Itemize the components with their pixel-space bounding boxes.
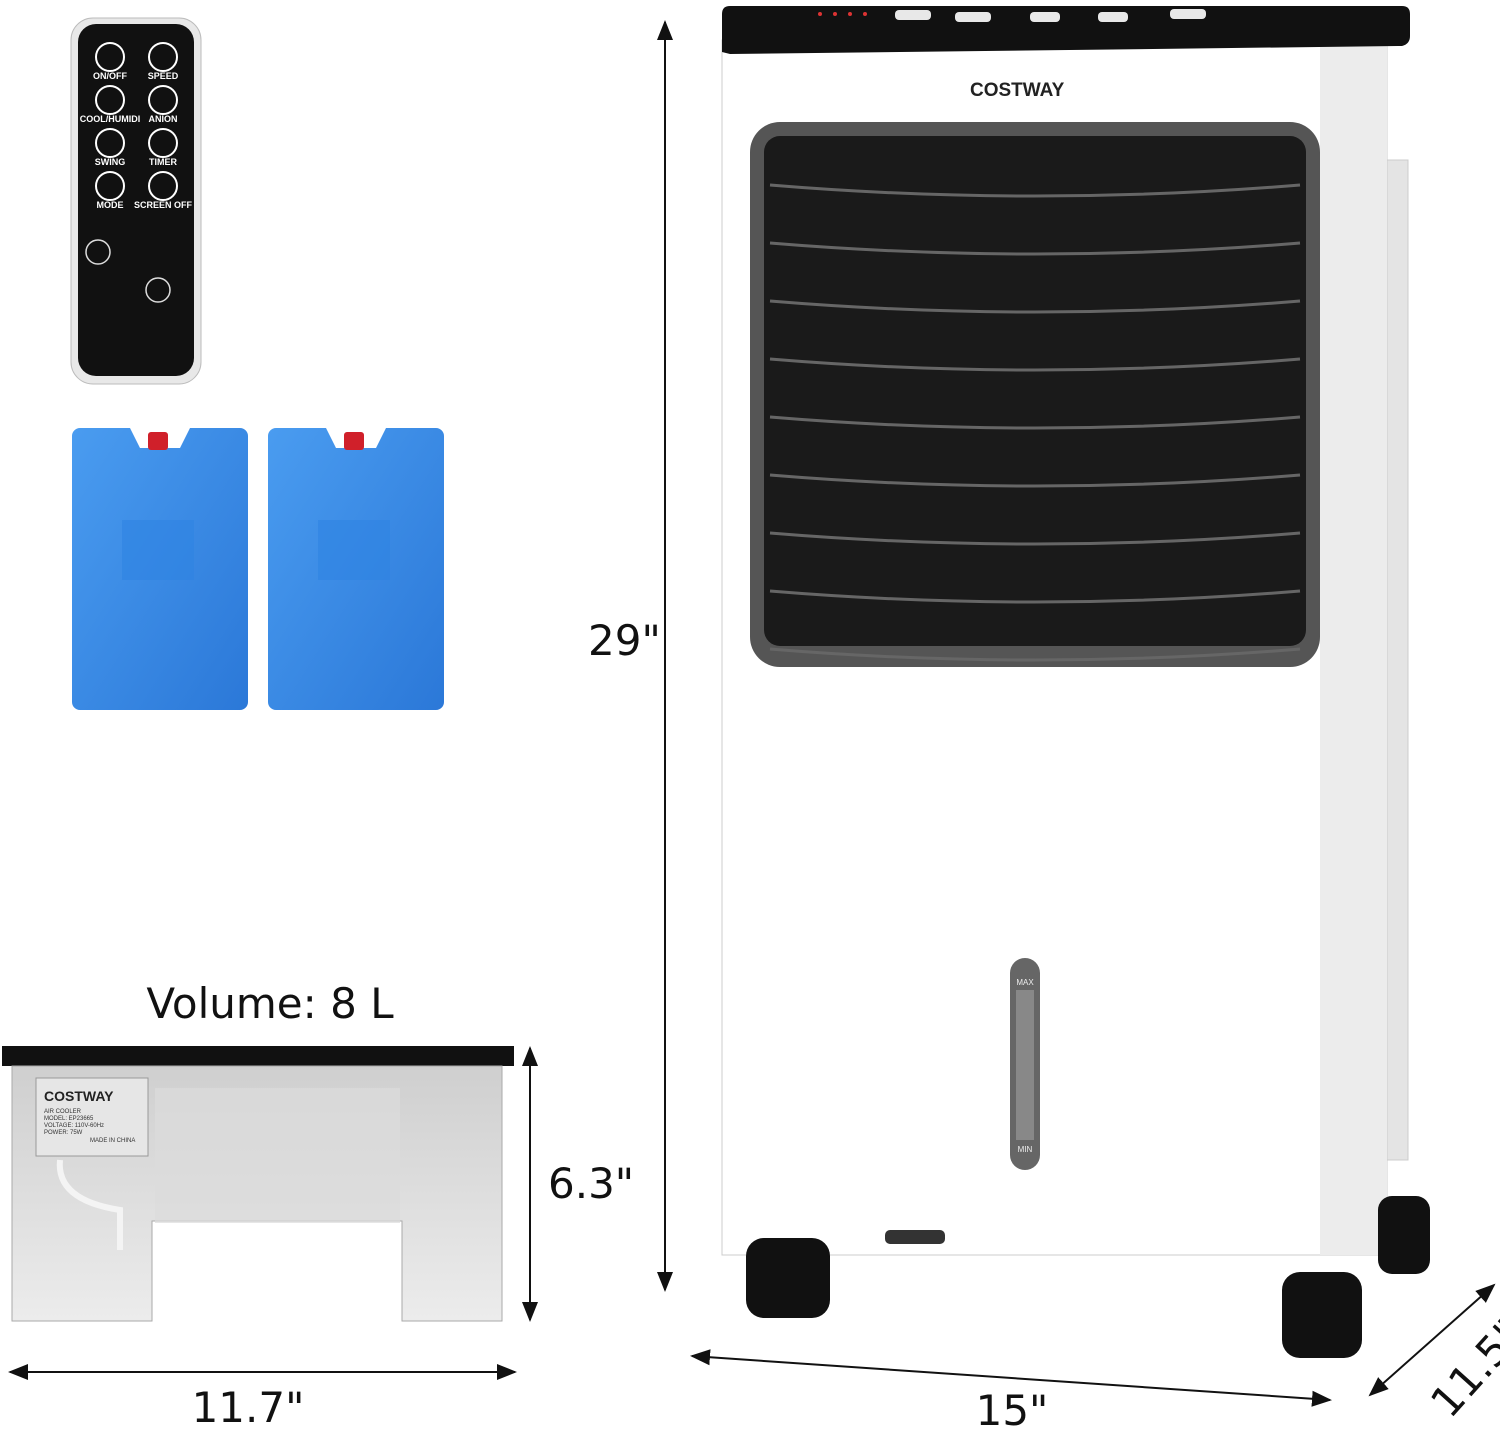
- remote-button-label: TIMER: [149, 157, 177, 167]
- flower-icon: [85, 239, 171, 303]
- level-min-label: MIN: [1018, 1145, 1033, 1154]
- ice-pack: [72, 428, 248, 710]
- tank-label-line: MODEL: EP23665: [44, 1116, 94, 1122]
- air-cooler: COSTWAY MAX MIN: [721, 6, 1430, 1358]
- control-panel: [722, 6, 1410, 54]
- tank-made-in: MADE IN CHINA: [90, 1138, 135, 1144]
- ice-pack-cap: [148, 432, 168, 450]
- remote-button-label: SWING: [95, 157, 126, 167]
- fan-icon: [148, 42, 178, 72]
- remote-control: ON/OFF SPEED COOL/HUMIDI ANION SWING TIMER MOD…: [70, 17, 202, 385]
- remote-button-label: ANION: [149, 114, 178, 124]
- remote-button-cool-humidi[interactable]: COOL/HUMIDI: [80, 85, 141, 124]
- remote-button-swing[interactable]: SWING: [95, 128, 126, 167]
- tank-width-label: 11.7": [192, 1383, 305, 1432]
- caster-wheel: [746, 1196, 1430, 1358]
- swing-icon: [95, 128, 125, 158]
- louver: [769, 357, 1301, 372]
- tank-label-line: VOLTAGE: 110V-60Hz: [44, 1123, 104, 1129]
- louver: [769, 241, 1301, 256]
- tank-label-line: POWER: 75W: [44, 1130, 83, 1136]
- cooler-brand-logo: COSTWAY: [970, 80, 1065, 101]
- power-icon: [95, 42, 125, 72]
- cooler-width-dimension-line: [690, 1349, 1332, 1407]
- remote-button-label: SCREEN OFF: [134, 200, 193, 210]
- remote-button-label: SPEED: [148, 71, 179, 81]
- remote-button-on-off[interactable]: ON/OFF: [93, 42, 127, 81]
- louver: [769, 531, 1301, 546]
- louver: [769, 473, 1301, 488]
- cooler-height-label: 29": [588, 616, 661, 665]
- ice-pack: [268, 428, 444, 710]
- level-max-label: MAX: [1016, 978, 1034, 987]
- remote-button-anion[interactable]: ANION: [148, 85, 178, 124]
- louver: [769, 589, 1301, 604]
- louver: [769, 647, 1301, 662]
- louver: [769, 415, 1301, 430]
- clock-icon: [148, 128, 178, 158]
- tree-icon: [148, 85, 178, 115]
- tank-brand-logo: COSTWAY: [44, 1088, 114, 1104]
- remote-button-screen-off[interactable]: SCREEN OFF: [134, 171, 193, 210]
- snowflake-icon: [95, 85, 125, 115]
- tank-label-line: AIR COOLER: [44, 1109, 82, 1115]
- waves-icon: [95, 171, 125, 201]
- remote-button-timer[interactable]: TIMER: [148, 128, 178, 167]
- ice-pack-cap: [344, 432, 364, 450]
- remote-button-label: COOL/HUMIDI: [80, 114, 141, 124]
- tank-height-label: 6.3": [548, 1159, 634, 1208]
- louver: [769, 183, 1301, 198]
- cooler-width-label: 15": [976, 1386, 1049, 1435]
- remote-button-speed[interactable]: SPEED: [148, 42, 179, 81]
- cooler-depth-label: 11.5": [1421, 1310, 1500, 1427]
- cooler-depth-dimension-line: [1368, 1283, 1496, 1397]
- tank-volume-label: Volume: 8 L: [146, 979, 394, 1028]
- louver: [769, 299, 1301, 314]
- remote-button-mode[interactable]: MODE: [95, 171, 125, 210]
- remote-button-label: ON/OFF: [93, 71, 127, 81]
- remote-button-label: MODE: [97, 200, 124, 210]
- bulb-icon: [148, 171, 178, 201]
